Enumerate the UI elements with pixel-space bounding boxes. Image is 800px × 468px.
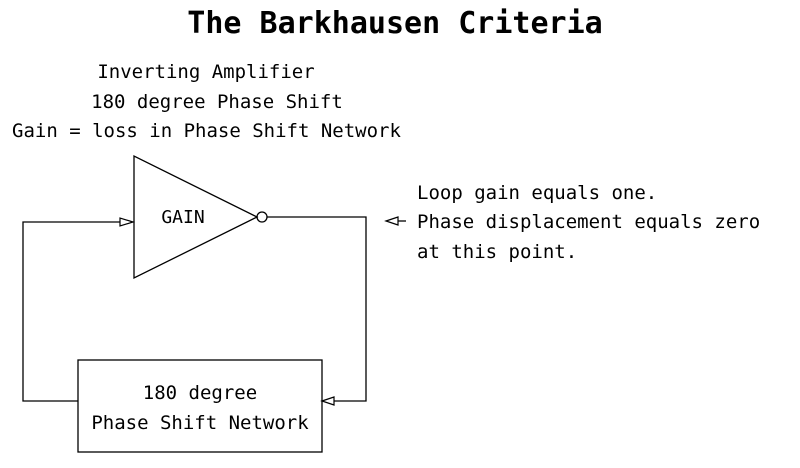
header-line-inverting-amplifier: Inverting Amplifier bbox=[97, 61, 314, 83]
note-line-phase-displacement: Phase displacement equals zero bbox=[417, 211, 760, 233]
amplifier-gain-label: GAIN bbox=[161, 207, 204, 228]
inverting-bubble bbox=[256, 211, 268, 223]
amplifier-input-arrowhead bbox=[119, 217, 136, 227]
network-label-line2: Phase Shift Network bbox=[91, 412, 309, 434]
header-line-gain-loss: Gain = loss in Phase Shift Network bbox=[12, 120, 401, 142]
network-return-wire bbox=[22, 221, 120, 402]
header-line-phase-shift: 180 degree Phase Shift bbox=[91, 91, 343, 113]
note-line-at-this-point: at this point. bbox=[417, 241, 577, 263]
loop-point-arrowhead bbox=[384, 216, 399, 226]
phase-shift-network-box bbox=[77, 359, 323, 453]
diagram-title: The Barkhausen Criteria bbox=[187, 6, 602, 41]
amplifier-triangle bbox=[133, 154, 259, 280]
output-feedback-wire bbox=[267, 216, 367, 402]
note-line-loop-gain: Loop gain equals one. bbox=[417, 182, 657, 204]
network-label-line1: 180 degree bbox=[143, 382, 257, 404]
network-input-arrowhead bbox=[320, 396, 335, 406]
